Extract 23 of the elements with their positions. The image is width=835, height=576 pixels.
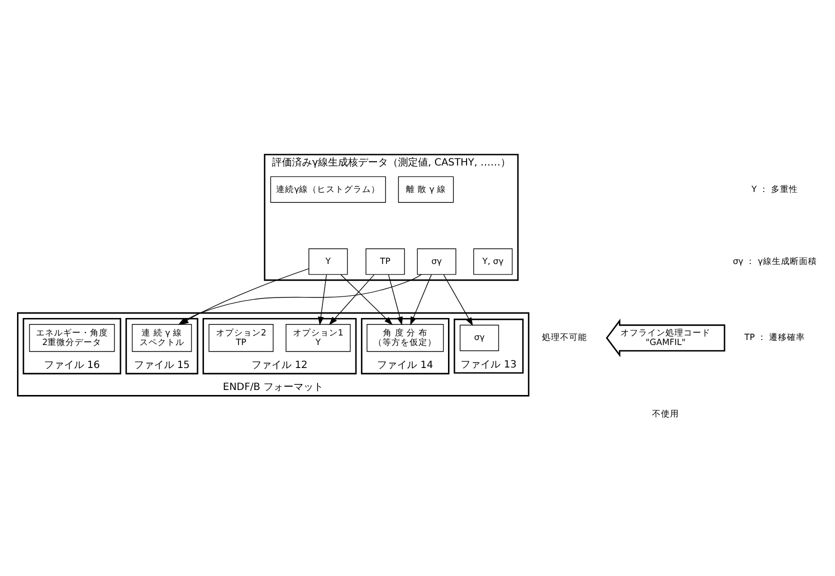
arrow [410,274,432,326]
node-box: TP [366,248,405,275]
arrow [328,274,374,326]
arrow [318,274,327,326]
arrow [340,274,393,326]
node-box: Y, σγ [473,248,513,275]
arrow [443,274,473,326]
label: 処理不可能 [542,333,587,344]
node-box: σγ [416,248,456,275]
node-box: σγ [460,324,500,352]
node-box: 角 度 分 布 （等方を仮定） [366,324,444,352]
node-box: オプション1 Y [286,324,351,352]
label: TP ： 遷移確率 [744,333,806,344]
arrow [388,274,403,326]
label: σγ ： γ線生成断面積 [732,256,817,267]
label: Y ： 多重性 [751,184,798,195]
label: 不使用 [652,410,680,420]
node-box: エネルギー・角度 2重微分データ [29,324,115,352]
node-box: Y [308,248,348,275]
node-box: 連続γ線（ヒストグラム） [270,176,386,203]
node-box: 連 続 γ 線 スペクトル [132,324,192,352]
node-box: オプション2 TP [208,324,274,352]
node-box: 離 散 γ 線 [398,176,454,203]
